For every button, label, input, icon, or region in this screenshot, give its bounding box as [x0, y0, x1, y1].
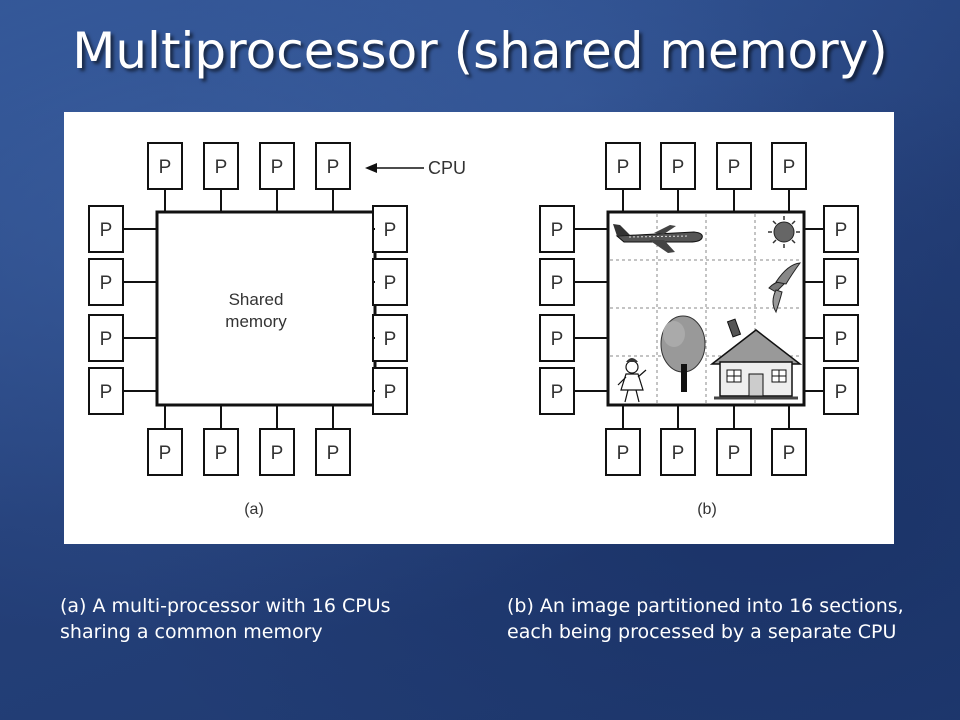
shared-memory-label-line2: memory	[225, 312, 287, 331]
a-processor-left-2: P	[88, 258, 124, 306]
a-processor-right-1: P	[372, 205, 408, 253]
image-partition-grid	[610, 214, 802, 403]
processor-label: P	[159, 157, 172, 178]
a-processor-right-3: P	[372, 314, 408, 362]
a-processor-top-4: P	[315, 142, 351, 190]
a-processor-left-1: P	[88, 205, 124, 253]
b-processor-bottom-4: P	[771, 428, 807, 476]
processor-label: P	[551, 382, 564, 403]
b-processor-right-3: P	[823, 314, 859, 362]
processor-label: P	[783, 443, 796, 464]
bird-icon	[768, 262, 802, 314]
b-processor-bottom-2: P	[660, 428, 696, 476]
b-processor-top-1: P	[605, 142, 641, 190]
shared-memory-box	[155, 210, 377, 407]
processor-label: P	[672, 157, 685, 178]
a-processor-bottom-1: P	[147, 428, 183, 476]
processor-label: P	[215, 157, 228, 178]
caption-a: (a) A multi-processor with 16 CPUs shari…	[60, 595, 391, 643]
diagram-svg: Shared memory CPU (a)	[88, 142, 859, 518]
b-processor-right-2: P	[823, 258, 859, 306]
processor-label: P	[835, 273, 848, 294]
cpu-label: CPU	[428, 158, 466, 178]
airplane-icon	[613, 224, 703, 253]
house-icon	[709, 318, 803, 400]
b-processor-right-4: P	[823, 367, 859, 415]
processor-label: P	[672, 443, 685, 464]
a-processor-left-4: P	[88, 367, 124, 415]
slide-title: Multiprocessor (shared memory)	[72, 22, 888, 80]
b-processor-bottom-3: P	[716, 428, 752, 476]
b-processor-top-4: P	[771, 142, 807, 190]
tree-icon	[660, 315, 706, 392]
a-processor-top-1: P	[147, 142, 183, 190]
processor-label: P	[100, 273, 113, 294]
processor-label: P	[327, 443, 340, 464]
sun-icon	[768, 216, 800, 248]
processor-label: P	[384, 220, 397, 241]
a-processor-bottom-4: P	[315, 428, 351, 476]
processor-label: P	[327, 157, 340, 178]
label-b: (b)	[697, 501, 717, 518]
a-processor-left-3: P	[88, 314, 124, 362]
processor-label: P	[551, 220, 564, 241]
b-processor-bottom-1: P	[605, 428, 641, 476]
b-processor-left-4: P	[539, 367, 575, 415]
processor-label: P	[100, 329, 113, 350]
processor-label: P	[271, 443, 284, 464]
processor-label: P	[551, 273, 564, 294]
caption-b: (b) An image partitioned into 16 section…	[507, 595, 904, 643]
b-processor-left-1: P	[539, 205, 575, 253]
diagram-a: Shared memory CPU (a)	[155, 158, 466, 518]
diagram-figure: Shared memory CPU (a)	[64, 112, 894, 544]
processor-label: P	[384, 382, 397, 403]
b-processor-left-2: P	[539, 258, 575, 306]
processor-label: P	[384, 329, 397, 350]
processor-label: P	[835, 329, 848, 350]
shared-memory-label-line1: Shared	[229, 290, 284, 309]
a-processor-top-2: P	[203, 142, 239, 190]
processor-label: P	[728, 157, 741, 178]
b-processor-top-2: P	[660, 142, 696, 190]
diagram-b: (b)	[606, 210, 806, 518]
processor-label: P	[551, 329, 564, 350]
a-processor-bottom-2: P	[203, 428, 239, 476]
a-processor-bottom-3: P	[259, 428, 295, 476]
processor-label: P	[728, 443, 741, 464]
processor-label: P	[835, 382, 848, 403]
processor-label: P	[835, 220, 848, 241]
processor-label: P	[100, 220, 113, 241]
processor-label: P	[159, 443, 172, 464]
processor-label: P	[215, 443, 228, 464]
processor-boxes: P P P P P P P P P P P P P P P P P P P P P P P P P P P P P P P P	[88, 142, 859, 476]
processor-label: P	[617, 157, 630, 178]
processor-label: P	[100, 382, 113, 403]
label-a: (a)	[244, 501, 264, 518]
b-processor-right-1: P	[823, 205, 859, 253]
processor-label: P	[384, 273, 397, 294]
processor-label: P	[271, 157, 284, 178]
cpu-arrow-head-icon	[365, 163, 377, 173]
b-processor-left-3: P	[539, 314, 575, 362]
processor-label: P	[617, 443, 630, 464]
a-processor-right-4: P	[372, 367, 408, 415]
a-processor-top-3: P	[259, 142, 295, 190]
a-processor-right-2: P	[372, 258, 408, 306]
girl-icon	[617, 358, 647, 403]
processor-label: P	[783, 157, 796, 178]
b-processor-top-3: P	[716, 142, 752, 190]
